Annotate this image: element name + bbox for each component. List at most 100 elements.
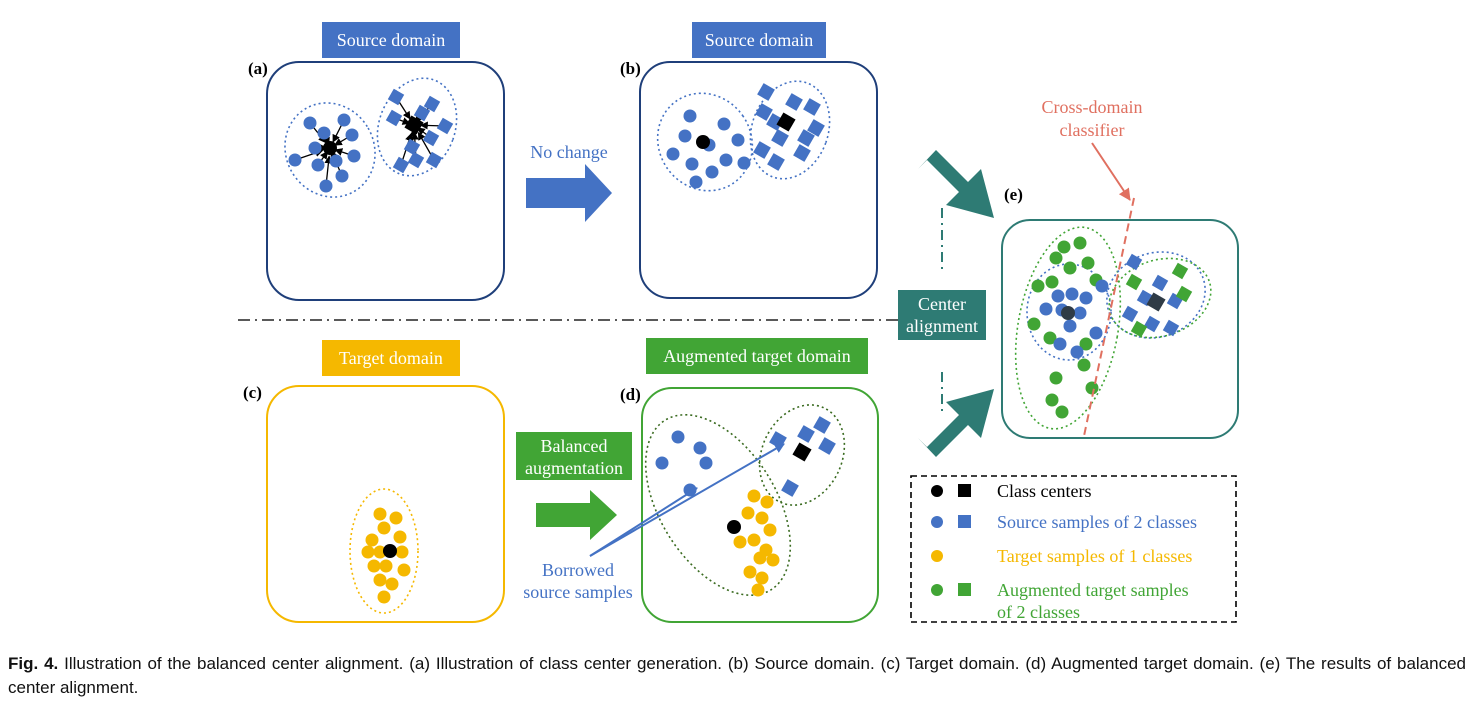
panel-a-box bbox=[266, 61, 505, 301]
target-sample-circle bbox=[763, 523, 777, 537]
source-sample-circle bbox=[705, 165, 719, 179]
panel-b-box bbox=[639, 61, 878, 299]
source-sample-circle bbox=[719, 153, 733, 167]
source-sample-circle bbox=[1065, 287, 1079, 301]
source-sample-square bbox=[1143, 315, 1161, 333]
target-sample-circle bbox=[385, 577, 399, 591]
borrowed-source-square bbox=[781, 479, 799, 497]
panel-a-banner-bg bbox=[322, 22, 460, 58]
panel-d-box bbox=[641, 387, 879, 623]
target-sample-circle bbox=[377, 590, 391, 604]
source-sample-square bbox=[1162, 319, 1180, 337]
target-sample-circle bbox=[361, 545, 375, 559]
target-sample-circle bbox=[373, 573, 387, 587]
target-sample-circle bbox=[760, 495, 774, 509]
target-sample-circle bbox=[766, 553, 780, 567]
legend-source-square bbox=[958, 515, 971, 528]
augmented-target-circle bbox=[1045, 275, 1059, 289]
class-center-circle bbox=[323, 141, 337, 155]
target-sample-circle bbox=[755, 511, 769, 525]
cluster-ellipse bbox=[749, 80, 831, 180]
source-sample-square bbox=[807, 119, 825, 137]
source-sample-circle bbox=[689, 175, 703, 189]
cluster-ellipse bbox=[376, 77, 458, 177]
target-sample-circle bbox=[753, 551, 767, 565]
source-sample-square bbox=[423, 95, 441, 113]
source-sample-circle bbox=[717, 117, 731, 131]
panel-a: Source domain (a) bbox=[248, 22, 505, 301]
caption-text: Illustration of the balanced center alig… bbox=[8, 654, 1466, 697]
source-sample-circle bbox=[311, 158, 325, 172]
source-sample-circle bbox=[1051, 289, 1065, 303]
legend-box bbox=[910, 475, 1237, 623]
balanced-arrow-shape bbox=[536, 490, 617, 540]
target-sample-circle bbox=[373, 545, 387, 559]
panel-b-banner: Source domain bbox=[705, 30, 813, 50]
classifier-label-line1: Cross-domain bbox=[1042, 97, 1143, 117]
source-sample-square bbox=[757, 83, 775, 101]
source-sample-square bbox=[766, 113, 784, 131]
borrowed-source-circle bbox=[699, 456, 713, 470]
legend-augmented-circle bbox=[931, 584, 943, 596]
class-center-square bbox=[1146, 292, 1166, 312]
panel-d-tag: (d) bbox=[620, 385, 641, 404]
center-alignment-bg bbox=[898, 290, 986, 340]
target-sample-circle bbox=[397, 563, 411, 577]
augmented-target-circle bbox=[1031, 279, 1045, 293]
source-sample-square bbox=[407, 151, 425, 169]
legend-target-circle bbox=[931, 550, 943, 562]
panel-d-banner-bg bbox=[646, 338, 868, 374]
center-arrow-lower bbox=[918, 389, 994, 457]
target-sample-circle bbox=[393, 530, 407, 544]
class-center-circle bbox=[696, 135, 710, 149]
source-sample-circle bbox=[683, 109, 697, 123]
cluster-ellipse bbox=[349, 488, 419, 614]
center-alignment: Center alignment bbox=[898, 150, 994, 457]
legend-target-samples: Target samples of 1 classes bbox=[997, 546, 1192, 566]
source-sample-circle bbox=[288, 153, 302, 167]
target-sample-circle bbox=[741, 506, 755, 520]
augmented-target-square bbox=[1125, 273, 1143, 291]
source-sample-square bbox=[436, 117, 454, 135]
source-sample-square bbox=[753, 141, 771, 159]
cluster-ellipse bbox=[656, 92, 754, 192]
augmented-target-circle bbox=[1027, 317, 1041, 331]
panel-a-banner: Source domain bbox=[337, 30, 445, 50]
borrowed-source-circle bbox=[671, 430, 685, 444]
source-sample-circle bbox=[347, 149, 361, 163]
cluster-ellipse bbox=[758, 404, 846, 506]
augmented-target-circle bbox=[1055, 405, 1069, 419]
panel-c-banner-bg bbox=[322, 340, 460, 376]
panel-b-banner-bg bbox=[692, 22, 826, 58]
source-sample-square bbox=[413, 104, 431, 122]
augmented-target-circle bbox=[1049, 251, 1063, 265]
legend-augmented-line2: of 2 classes bbox=[997, 602, 1080, 622]
source-sample-circle bbox=[337, 113, 351, 127]
source-sample-square bbox=[403, 138, 421, 156]
classifier-annotation: Cross-domain classifier bbox=[1042, 97, 1143, 201]
source-sample-square bbox=[387, 88, 405, 106]
cross-domain-classifier-line bbox=[1083, 197, 1135, 437]
target-sample-circle bbox=[755, 571, 769, 585]
panel-b: Source domain (b) bbox=[620, 22, 878, 299]
source-sample-circle bbox=[1070, 345, 1084, 359]
source-sample-circle bbox=[308, 141, 322, 155]
legend-augmented-square bbox=[958, 583, 971, 596]
target-sample-circle bbox=[747, 533, 761, 547]
target-sample-circle bbox=[747, 489, 761, 503]
class-center-square bbox=[776, 112, 796, 132]
augmented-target-circle bbox=[1057, 240, 1071, 254]
panel-c-tag: (c) bbox=[243, 383, 262, 402]
panel-c-banner: Target domain bbox=[339, 348, 443, 368]
panel-e: (e) bbox=[1001, 185, 1239, 439]
source-sample-circle bbox=[678, 129, 692, 143]
target-sample-circle bbox=[377, 521, 391, 535]
caption-label: Fig. 4. bbox=[8, 654, 59, 673]
target-sample-circle bbox=[751, 583, 765, 597]
class-center-circle bbox=[727, 520, 741, 534]
borrowed-label-line2: source samples bbox=[523, 582, 632, 602]
augmented-target-circle bbox=[1073, 236, 1087, 250]
target-sample-circle bbox=[733, 535, 747, 549]
target-sample-circle bbox=[365, 533, 379, 547]
